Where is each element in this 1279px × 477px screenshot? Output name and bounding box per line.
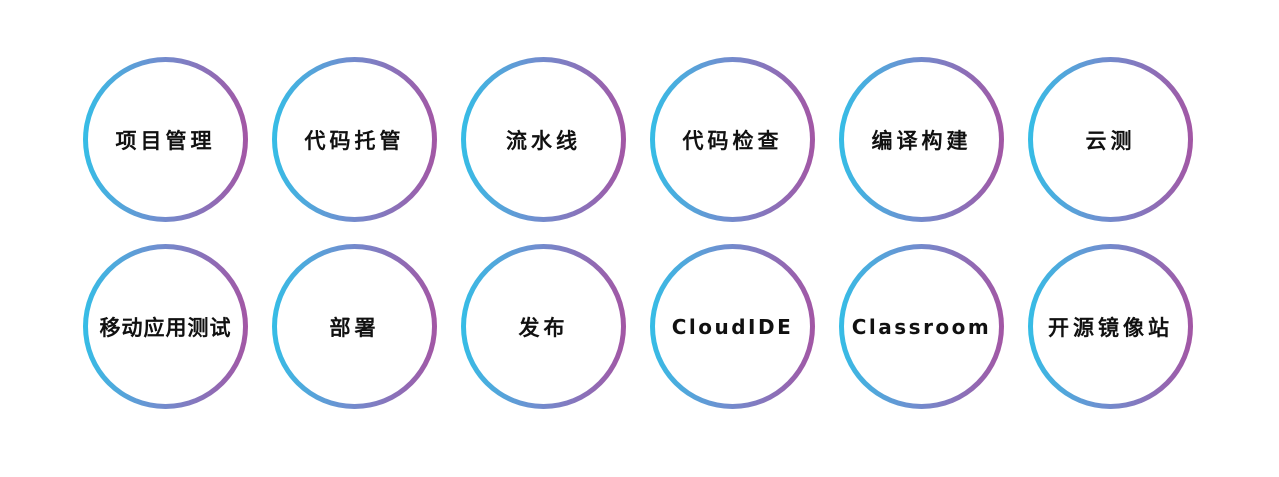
- service-circle-open-source-mirror[interactable]: 开源镜像站: [1028, 244, 1193, 409]
- service-circle-mobile-app-test[interactable]: 移动应用测试: [83, 244, 248, 409]
- service-label: 发布: [518, 315, 569, 340]
- service-label: 代码检查: [682, 128, 783, 153]
- service-label: Classroom: [851, 314, 992, 339]
- service-circle-cloud-test[interactable]: 云测: [1028, 57, 1193, 222]
- service-grid: 项目管理 代码托管 流水线 代码检查 编译构建 云测 移动应用测试 部署 发布 …: [83, 57, 1193, 409]
- service-circle-code-check[interactable]: 代码检查: [650, 57, 815, 222]
- service-circle-project-management[interactable]: 项目管理: [83, 57, 248, 222]
- service-circle-deploy[interactable]: 部署: [272, 244, 437, 409]
- service-label: 流水线: [506, 128, 581, 153]
- service-label: 编译构建: [871, 128, 972, 153]
- service-circle-release[interactable]: 发布: [461, 244, 626, 409]
- service-label: 移动应用测试: [99, 315, 232, 340]
- service-circle-compile-build[interactable]: 编译构建: [839, 57, 1004, 222]
- service-label: 部署: [329, 315, 380, 340]
- service-circle-pipeline[interactable]: 流水线: [461, 57, 626, 222]
- service-label: 云测: [1085, 128, 1136, 153]
- service-circle-code-hosting[interactable]: 代码托管: [272, 57, 437, 222]
- service-label: 开源镜像站: [1048, 315, 1173, 340]
- service-label: CloudIDE: [671, 314, 794, 339]
- service-label: 项目管理: [115, 128, 216, 153]
- service-label: 代码托管: [304, 128, 405, 153]
- service-circle-classroom[interactable]: Classroom: [839, 244, 1004, 409]
- service-circle-cloudide[interactable]: CloudIDE: [650, 244, 815, 409]
